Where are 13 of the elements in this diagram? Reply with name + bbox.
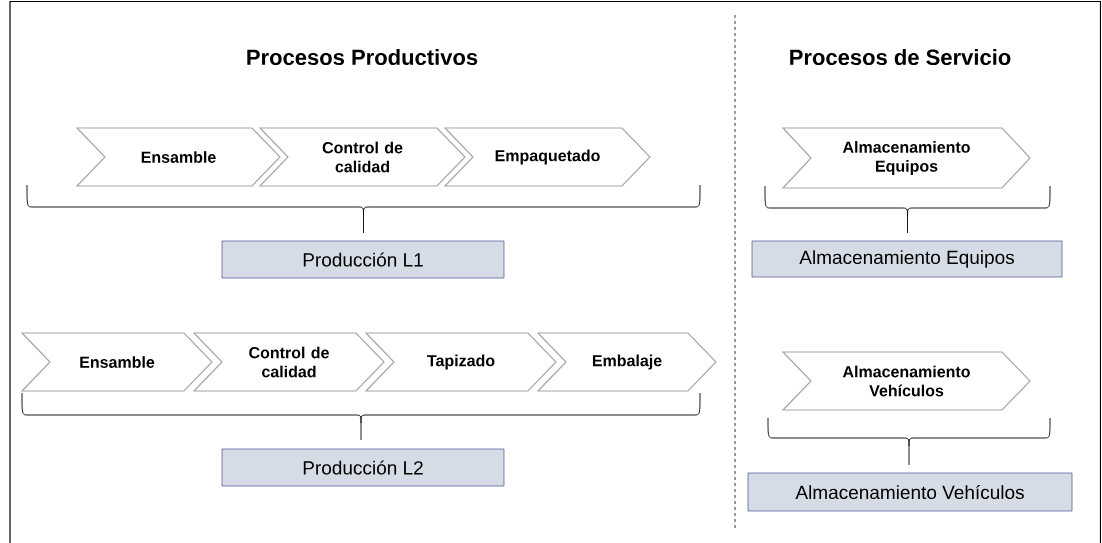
process-step: Tapizado: [364, 332, 557, 392]
process-step: Control de calidad: [258, 127, 466, 187]
process-step: Ensamble: [75, 127, 281, 187]
label-box: Producción L1: [221, 240, 505, 279]
heading: Procesos de Servicio: [790, 48, 1011, 66]
process-step: Control de calidad: [192, 332, 385, 392]
label-box: Producción L2: [221, 448, 505, 487]
label-box: Almacenamiento Equipos: [751, 240, 1063, 278]
heading: Procesos Productivos: [247, 48, 478, 66]
process-step: Ensamble: [20, 332, 213, 392]
process-step: Empaquetado: [443, 127, 651, 187]
label-box: Almacenamiento Vehículos: [747, 472, 1073, 512]
process-step: Embalaje: [536, 332, 717, 392]
